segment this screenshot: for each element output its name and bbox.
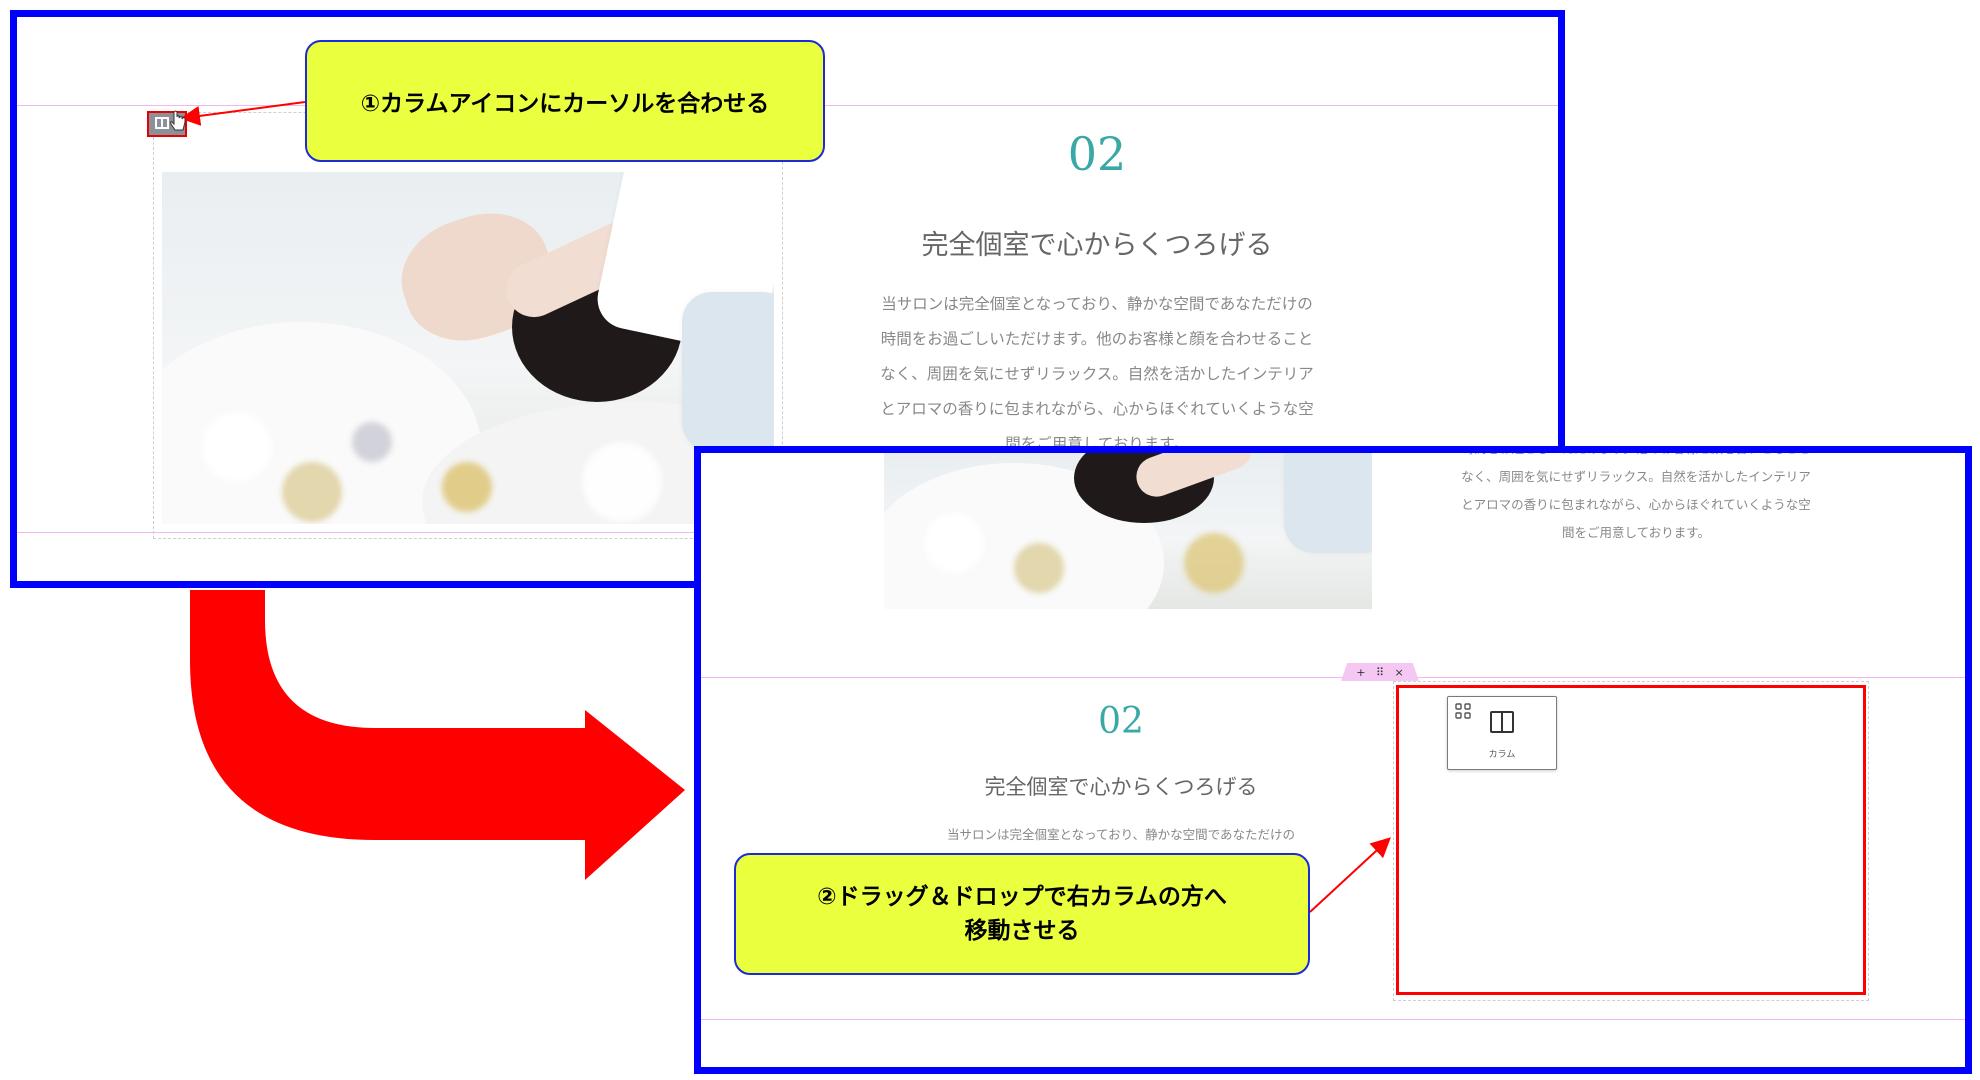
row-guide-top	[701, 677, 1965, 678]
right-column-outline	[1393, 681, 1869, 1001]
column-block-card[interactable]: カラム	[1447, 696, 1557, 770]
section-number: 02	[1067, 127, 1127, 181]
section-number: 02	[1098, 701, 1144, 742]
column-block-label: カラム	[1488, 750, 1516, 760]
row-guide-bottom	[701, 1019, 1965, 1020]
section-heading: 完全個室で心からくつろげる	[921, 230, 1273, 261]
block-toolbar[interactable]: + ⠿ ×	[1341, 663, 1419, 681]
leader-line-step2	[1309, 837, 1391, 913]
section-heading: 完全個室で心からくつろげる	[984, 775, 1258, 799]
massage-photo	[884, 453, 1372, 609]
section-body-top: 時間をお過ごしいただけます。他のお客様と顔を合わせること なく、周囲を気にせずリ…	[1461, 446, 1811, 540]
column-select-icon[interactable]	[147, 111, 187, 137]
step1-callout: ①カラムアイコンにカーソルを合わせる	[305, 40, 825, 162]
step2-callout: ②ドラッグ＆ドロップで右カラムの方へ 移動させる	[734, 853, 1310, 975]
massage-photo	[162, 172, 774, 524]
add-icon[interactable]: +	[1356, 665, 1366, 679]
close-icon[interactable]: ×	[1394, 665, 1404, 679]
columns-icon	[155, 117, 169, 129]
section-body: 当サロンは完全個室となっており、静かな空間であなただけの	[946, 827, 1295, 842]
drag-handle-icon[interactable]: ⠿	[1375, 665, 1385, 679]
right-column-drop-zone[interactable]	[1396, 685, 1866, 995]
columns-icon	[1490, 711, 1514, 733]
hand-cursor-icon	[170, 110, 186, 131]
drag-handle-icon[interactable]	[1453, 701, 1473, 721]
leader-line-step1	[180, 101, 306, 126]
big-red-arrow	[190, 590, 685, 880]
